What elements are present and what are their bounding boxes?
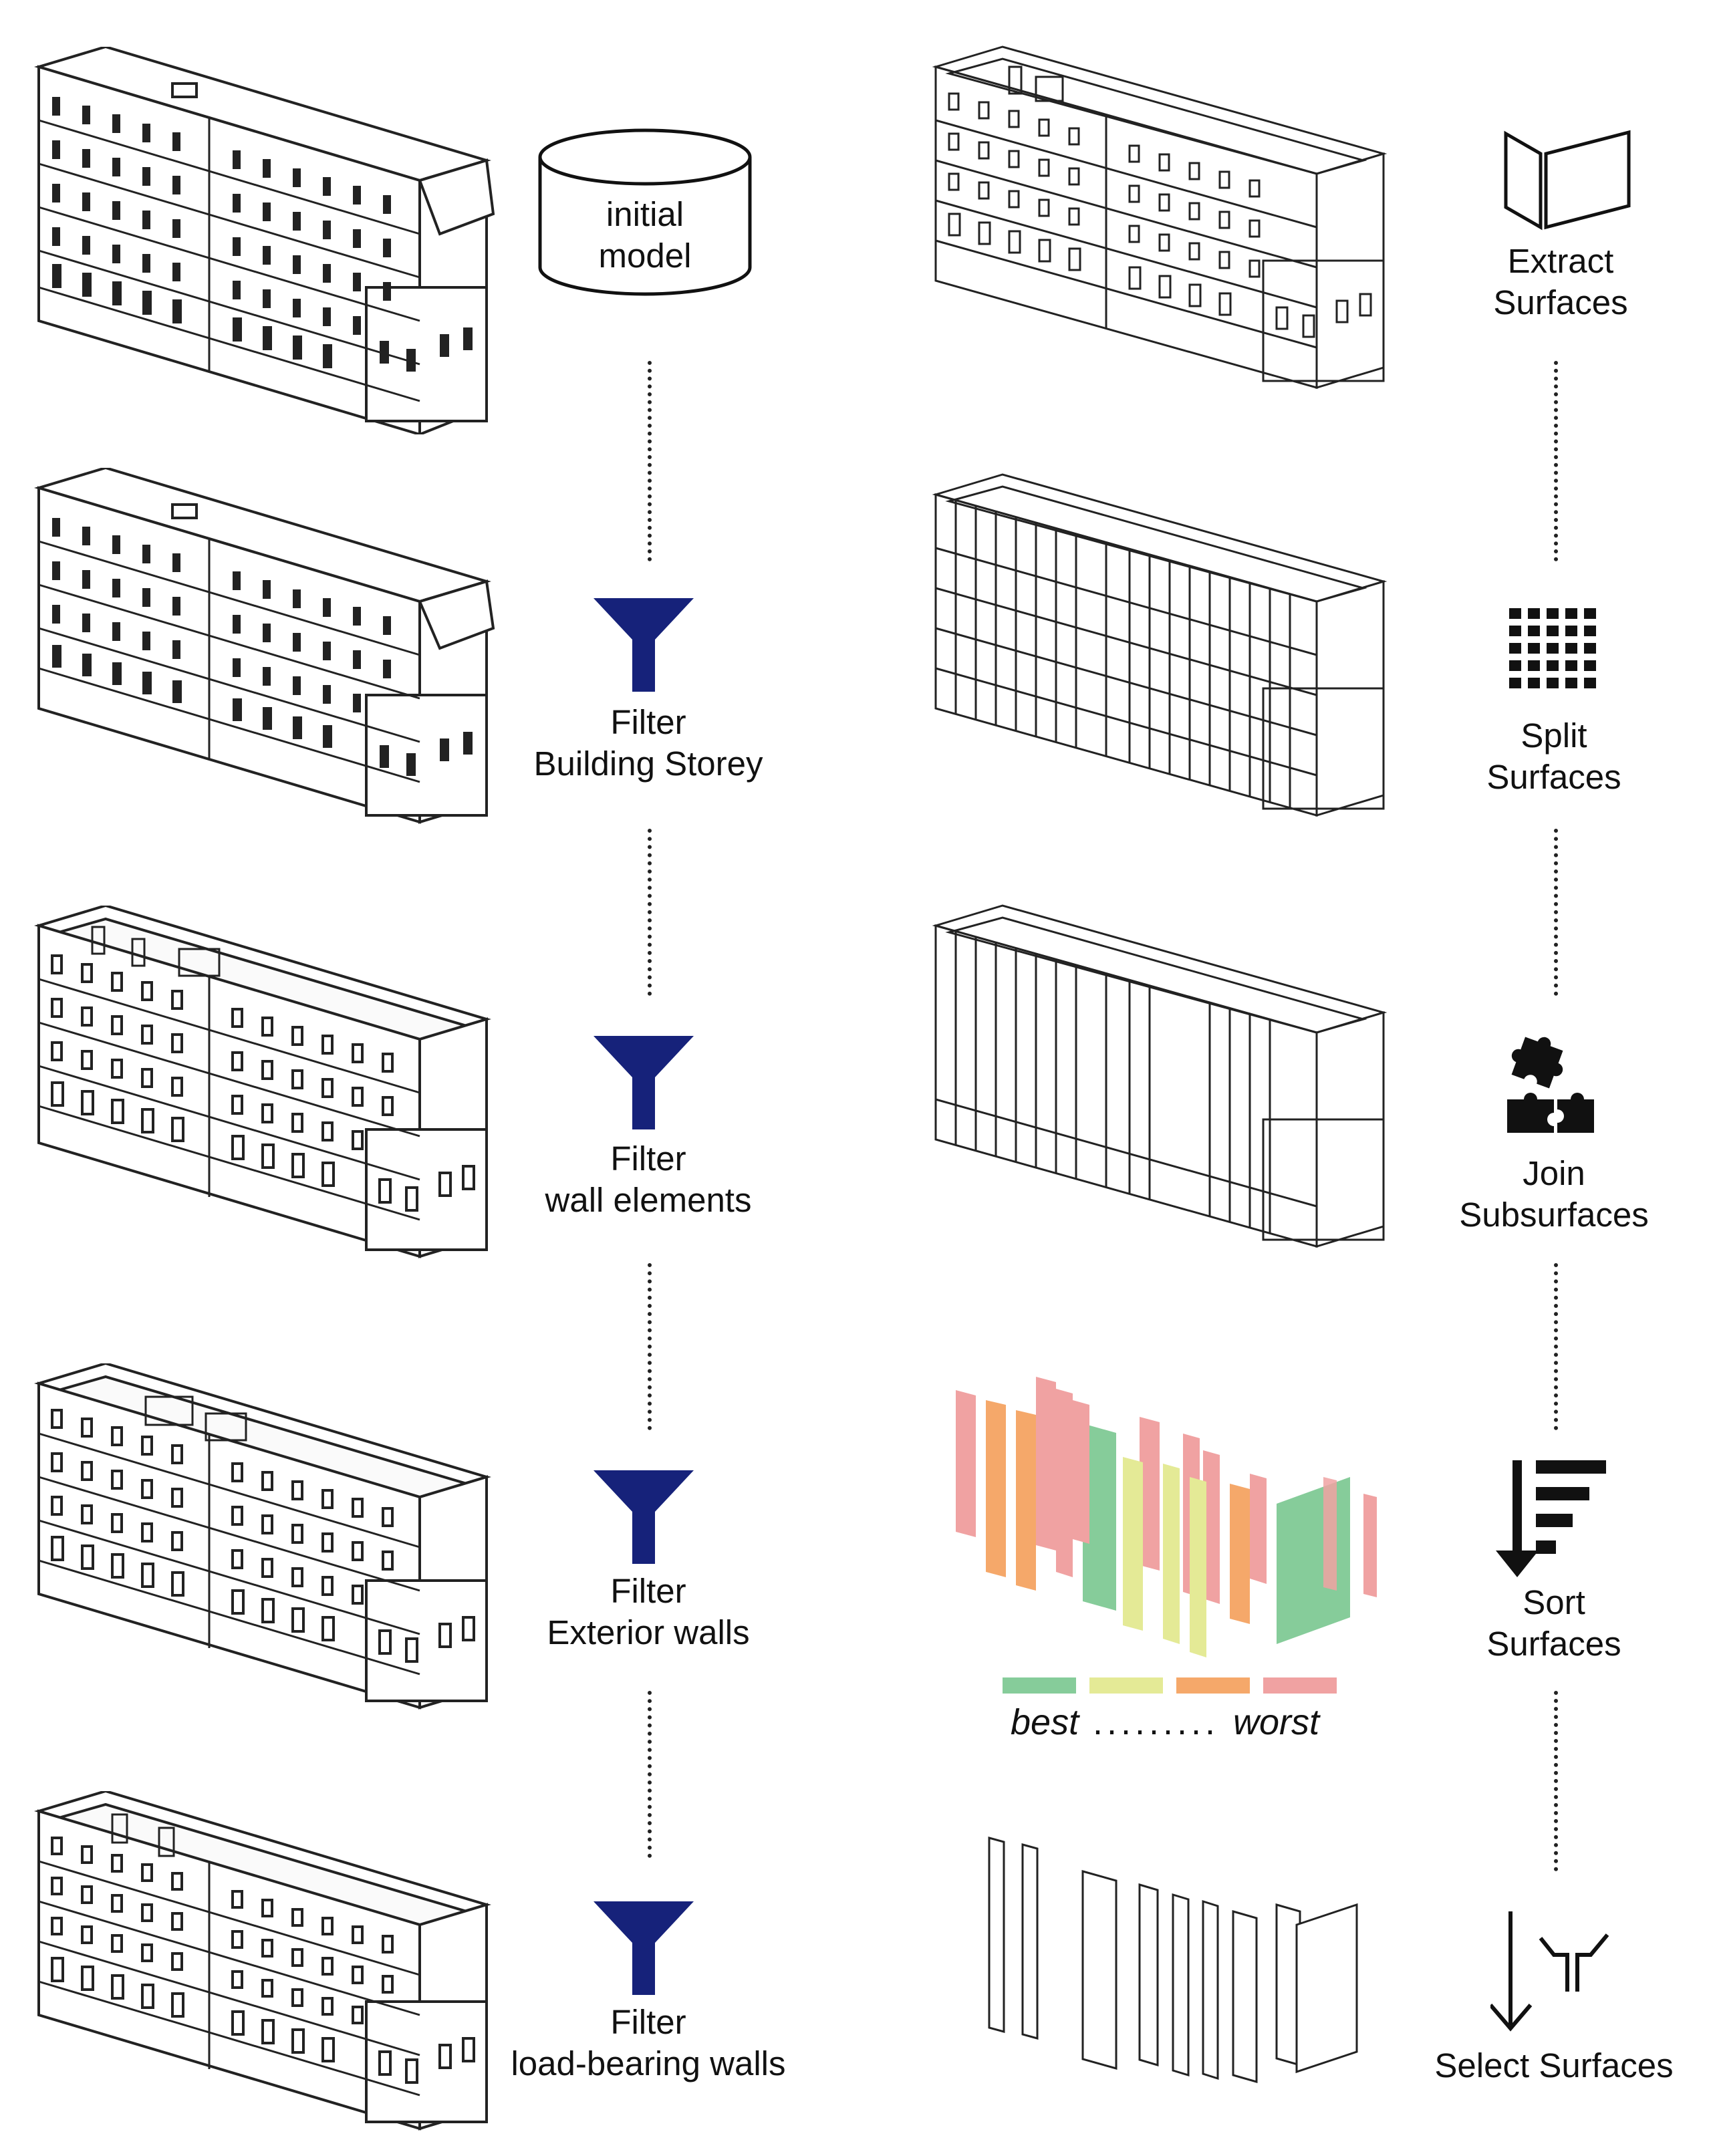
funnel-filter-icon — [594, 1470, 694, 1567]
step-label-line-2: Surfaces — [1486, 1625, 1621, 1663]
building-wall-elements — [32, 906, 500, 1260]
funnel-filter-icon — [594, 598, 694, 695]
step-label-line-2: Building Storey — [533, 745, 763, 783]
step-label-line-1: Select Surfaces — [1434, 2046, 1674, 2084]
wireframe-extracted-surfaces — [929, 40, 1397, 401]
legend-best-label: best — [1011, 1702, 1079, 1742]
step-label-initial-model: initial model — [545, 194, 745, 277]
legend-worst-label: worst — [1233, 1702, 1320, 1742]
step-label-line-1: initial — [606, 195, 684, 233]
wireframe-joined-subsurfaces — [929, 899, 1397, 1260]
open-book-surfaces-icon — [1500, 127, 1634, 237]
step-label-line-2: Surfaces — [1493, 283, 1628, 321]
connector-dots — [648, 829, 652, 996]
step-label-line-1: Sort — [1523, 1583, 1585, 1621]
step-label-filter-building-storey: Filter Building Storey — [468, 702, 829, 785]
legend-swatch-best — [1003, 1677, 1076, 1694]
step-label-line-2: Surfaces — [1486, 758, 1621, 796]
grid-dots-icon — [1509, 608, 1596, 692]
select-merge-arrows-icon — [1488, 1911, 1617, 2035]
step-label-line-2: Subsurfaces — [1459, 1196, 1649, 1234]
connector-dots — [1554, 361, 1558, 561]
step-label-line-1: Extract — [1507, 242, 1614, 280]
funnel-filter-icon — [594, 1036, 694, 1133]
funnel-filter-icon — [594, 1901, 694, 1998]
building-initial-model — [32, 47, 500, 434]
legend: best ......... worst — [1003, 1677, 1343, 1778]
step-label-filter-load-bearing-walls: Filter load-bearing walls — [468, 2002, 829, 2084]
connector-dots — [648, 361, 652, 561]
connector-dots — [1554, 829, 1558, 996]
step-label-line-2: Exterior walls — [547, 1613, 750, 1651]
step-label-filter-exterior-walls: Filter Exterior walls — [468, 1571, 829, 1653]
building-load-bearing-walls — [32, 1791, 500, 2132]
step-label-sort-surfaces: Sort Surfaces — [1410, 1582, 1698, 1665]
step-label-line-2: load-bearing walls — [511, 2044, 786, 2082]
connector-dots — [1554, 1691, 1558, 1871]
connector-dots — [1554, 1263, 1558, 1430]
legend-swatch-poor — [1176, 1677, 1250, 1694]
step-label-line-1: Filter — [610, 1572, 686, 1610]
step-label-split-surfaces: Split Surfaces — [1410, 715, 1698, 798]
connector-dots — [648, 1691, 652, 1858]
connector-dots — [648, 1263, 652, 1430]
step-label-line-1: Filter — [610, 2003, 686, 2041]
step-label-line-1: Filter — [610, 703, 686, 741]
step-label-line-2: wall elements — [545, 1181, 752, 1219]
sorted-surfaces-colored — [949, 1377, 1404, 1657]
step-label-line-1: Split — [1521, 716, 1587, 755]
legend-swatch-good — [1089, 1677, 1163, 1694]
step-label-line-1: Join — [1523, 1154, 1585, 1192]
puzzle-pieces-icon — [1504, 1036, 1597, 1139]
sort-descending-icon — [1496, 1460, 1609, 1581]
database-cylinder-icon — [535, 127, 755, 304]
legend-swatch-worst — [1263, 1677, 1337, 1694]
selected-surfaces — [982, 1831, 1370, 2085]
building-filtered-storey — [32, 468, 500, 829]
step-label-join-subsurfaces: Join Subsurfaces — [1410, 1153, 1698, 1236]
building-exterior-walls — [32, 1363, 500, 1711]
step-label-filter-wall-elements: Filter wall elements — [468, 1138, 829, 1221]
step-label-line-2: model — [598, 237, 692, 275]
wireframe-split-surfaces — [929, 468, 1397, 829]
step-label-select-surfaces: Select Surfaces — [1404, 2045, 1704, 2086]
legend-dots: ......... — [1093, 1702, 1220, 1742]
step-label-line-1: Filter — [610, 1139, 686, 1178]
step-label-extract-surfaces: Extract Surfaces — [1417, 241, 1704, 323]
